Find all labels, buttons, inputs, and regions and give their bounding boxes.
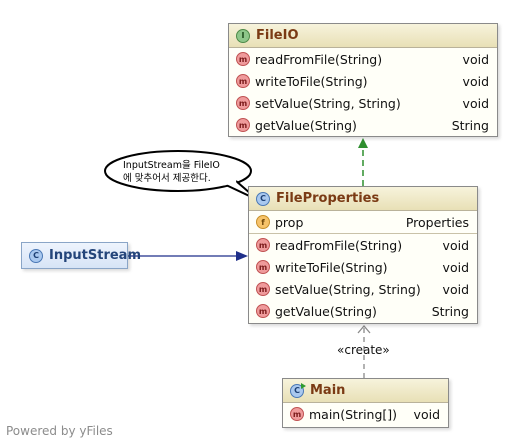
- method-return-type: void: [462, 95, 489, 111]
- method-icon: m: [256, 260, 270, 274]
- fileproperties-field-row[interactable]: f prop Properties: [249, 211, 477, 233]
- main-class-node[interactable]: C Main m main(String[]) void: [282, 378, 449, 428]
- method-name: getValue(String): [255, 117, 357, 133]
- method-icon: m: [236, 96, 250, 110]
- field-icon: f: [256, 215, 270, 229]
- fileproperties-method-row[interactable]: m writeToFile(String) void: [249, 256, 477, 278]
- fileproperties-method-row[interactable]: m readFromFile(String) void: [249, 234, 477, 256]
- fileio-method-row[interactable]: m setValue(String, String) void: [229, 92, 497, 114]
- method-name: readFromFile(String): [275, 237, 403, 253]
- method-name: readFromFile(String): [255, 51, 383, 67]
- method-icon: m: [290, 407, 304, 421]
- method-icon: m: [236, 74, 250, 88]
- method-return-type: void: [442, 237, 469, 253]
- method-name: main(String[]): [309, 406, 398, 422]
- fileproperties-header: C FileProperties: [249, 187, 477, 211]
- method-name: getValue(String): [275, 303, 377, 319]
- fileproperties-method-row[interactable]: m getValue(String) String: [249, 300, 477, 322]
- method-name: writeToFile(String): [275, 259, 388, 275]
- class-icon: C: [256, 191, 270, 206]
- note-text: InputStream을 FileIO 에 맞추어서 제공한다.: [123, 159, 248, 185]
- method-return-type: String: [451, 117, 489, 133]
- method-return-type: void: [442, 281, 469, 297]
- method-icon: m: [256, 238, 270, 252]
- method-return-type: void: [462, 73, 489, 89]
- method-name: writeToFile(String): [255, 73, 368, 89]
- method-icon: m: [236, 118, 250, 132]
- fileproperties-class-node[interactable]: C FileProperties f prop Properties m rea…: [248, 186, 478, 324]
- note-line-2: 에 맞추어서 제공한다.: [123, 173, 211, 184]
- method-icon: m: [256, 304, 270, 318]
- interface-icon: I: [236, 28, 250, 43]
- method-return-type: String: [431, 303, 469, 319]
- note-line-1: InputStream을 FileIO: [123, 160, 220, 171]
- create-edge-label: «create»: [337, 343, 390, 357]
- method-return-type: void: [462, 51, 489, 67]
- note-bubble: [104, 150, 252, 192]
- fileio-method-row[interactable]: m readFromFile(String) void: [229, 48, 497, 70]
- method-return-type: void: [442, 259, 469, 275]
- fileproperties-title: FileProperties: [276, 191, 380, 206]
- dependency-arrowhead: [357, 325, 371, 334]
- fileio-title: FileIO: [256, 28, 299, 43]
- runnable-class-icon: C: [290, 382, 306, 398]
- method-icon: m: [256, 282, 270, 296]
- main-title: Main: [310, 383, 346, 398]
- method-return-type: void: [413, 406, 440, 422]
- method-name: setValue(String, String): [255, 95, 401, 111]
- field-type: Properties: [405, 214, 469, 230]
- fileproperties-method-row[interactable]: m setValue(String, String) void: [249, 278, 477, 300]
- main-header: C Main: [283, 379, 448, 403]
- method-name: setValue(String, String): [275, 281, 421, 297]
- method-icon: m: [236, 52, 250, 66]
- fileio-method-row[interactable]: m writeToFile(String) void: [229, 70, 497, 92]
- powered-by-watermark: Powered by yFiles: [6, 424, 113, 438]
- inputstream-title: InputStream: [49, 248, 141, 263]
- field-name: prop: [275, 214, 304, 230]
- fileio-header: I FileIO: [229, 24, 497, 48]
- main-method-row[interactable]: m main(String[]) void: [283, 403, 448, 425]
- inputstream-class-node[interactable]: C InputStream: [21, 242, 141, 269]
- class-icon: C: [29, 248, 43, 263]
- fileio-method-row[interactable]: m getValue(String) String: [229, 114, 497, 136]
- fileio-interface-node[interactable]: I FileIO m readFromFile(String) void m w…: [228, 23, 498, 137]
- section-divider: [249, 233, 477, 234]
